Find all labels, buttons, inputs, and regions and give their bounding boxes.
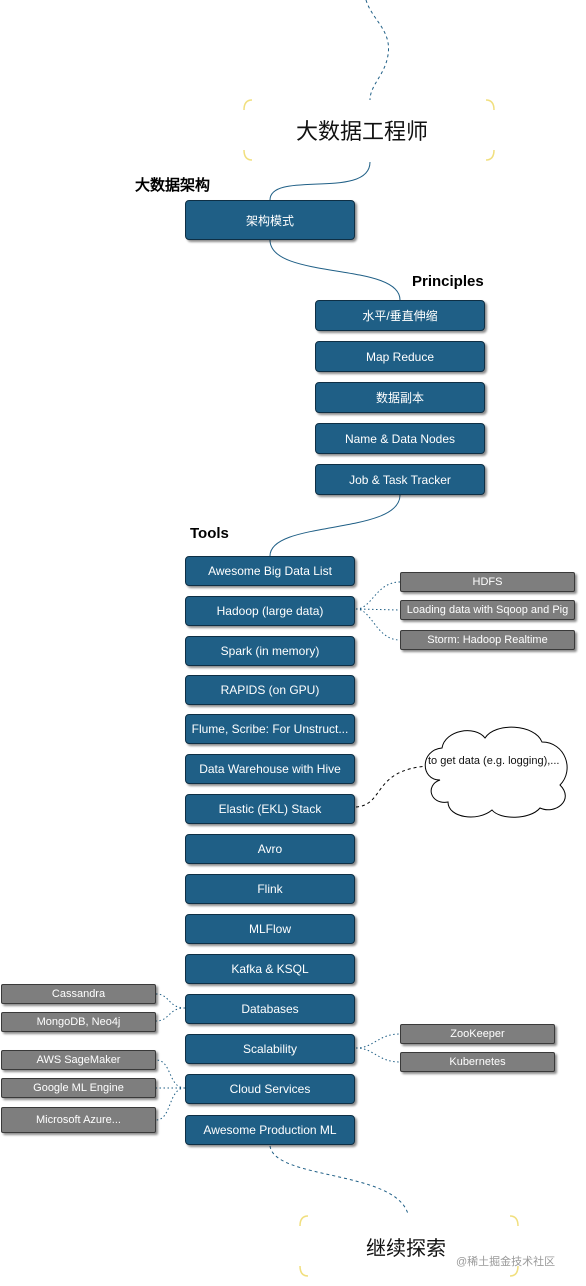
connector-principles-tools [269, 494, 401, 557]
node-tool-flink[interactable]: Flink [185, 874, 355, 904]
node-tool-spark[interactable]: Spark (in memory) [185, 636, 355, 666]
subnode-mongodb-neo4j[interactable]: MongoDB, Neo4j [1, 1012, 156, 1032]
subnode-kubernetes[interactable]: Kubernetes [400, 1052, 555, 1072]
end-bracket-right [509, 1215, 519, 1277]
connector-architecture-principles [269, 239, 401, 301]
node-tool-awesome-production-ml[interactable]: Awesome Production ML [185, 1115, 355, 1145]
page-title: 大数据工程师 [296, 120, 429, 145]
connector-databases-sub [155, 993, 186, 1022]
end-bracket-left [299, 1215, 309, 1277]
node-tool-data-warehouse-hive[interactable]: Data Warehouse with Hive [185, 754, 355, 784]
connector-elastic-cloud [355, 765, 429, 808]
title-bracket-left [243, 99, 253, 161]
node-tool-hadoop[interactable]: Hadoop (large data) [185, 596, 355, 626]
subnode-sqoop-pig[interactable]: Loading data with Sqoop and Pig [400, 600, 575, 620]
connector-scalability-sub [355, 1033, 401, 1063]
subnode-hdfs[interactable]: HDFS [400, 572, 575, 592]
node-tool-cloud-services[interactable]: Cloud Services [185, 1074, 355, 1104]
subnode-storm[interactable]: Storm: Hadoop Realtime [400, 630, 575, 650]
connector-cloud-sub [155, 1059, 186, 1121]
subnode-google-ml-engine[interactable]: Google ML Engine [1, 1078, 156, 1098]
connector-title-architecture [269, 161, 371, 201]
node-tool-mlflow[interactable]: MLFlow [185, 914, 355, 944]
subnode-microsoft-azure[interactable]: Microsoft Azure... [1, 1107, 156, 1133]
architecture-heading: 大数据架构 [135, 177, 211, 194]
node-principle-map-reduce[interactable]: Map Reduce [315, 341, 485, 372]
node-tool-kafka-ksql[interactable]: Kafka & KSQL [185, 954, 355, 984]
node-tool-elastic-stack[interactable]: Elastic (EKL) Stack [185, 794, 355, 824]
tools-heading: Tools [190, 525, 229, 542]
node-architecture-patterns[interactable]: 架构模式 [185, 200, 355, 240]
principles-heading: Principles [412, 273, 484, 290]
end-title: 继续探索 [366, 1236, 446, 1260]
node-tool-avro[interactable]: Avro [185, 834, 355, 864]
cloud-shape [424, 726, 568, 818]
subnode-cassandra[interactable]: Cassandra [1, 984, 156, 1004]
connector-entry [365, 0, 389, 101]
node-principle-job-task-tracker[interactable]: Job & Task Tracker [315, 464, 485, 495]
cloud-note: to get data (e.g. logging),... [428, 755, 560, 767]
connector-exit [269, 1145, 409, 1215]
node-principle-data-replica[interactable]: 数据副本 [315, 382, 485, 413]
subnode-aws-sagemaker[interactable]: AWS SageMaker [1, 1050, 156, 1070]
title-bracket-right [485, 99, 495, 161]
node-tool-databases[interactable]: Databases [185, 994, 355, 1024]
subnode-zookeeper[interactable]: ZooKeeper [400, 1024, 555, 1044]
node-principle-name-data-nodes[interactable]: Name & Data Nodes [315, 423, 485, 454]
node-tool-awesome-big-data[interactable]: Awesome Big Data List [185, 556, 355, 586]
node-tool-rapids[interactable]: RAPIDS (on GPU) [185, 675, 355, 705]
node-tool-scalability[interactable]: Scalability [185, 1034, 355, 1064]
connector-hadoop-sub [355, 581, 401, 641]
watermark: @稀土掘金技术社区 [456, 1256, 556, 1268]
node-tool-flume-scribe[interactable]: Flume, Scribe: For Unstruct... [185, 714, 355, 744]
node-principle-scaling[interactable]: 水平/垂直伸缩 [315, 300, 485, 331]
